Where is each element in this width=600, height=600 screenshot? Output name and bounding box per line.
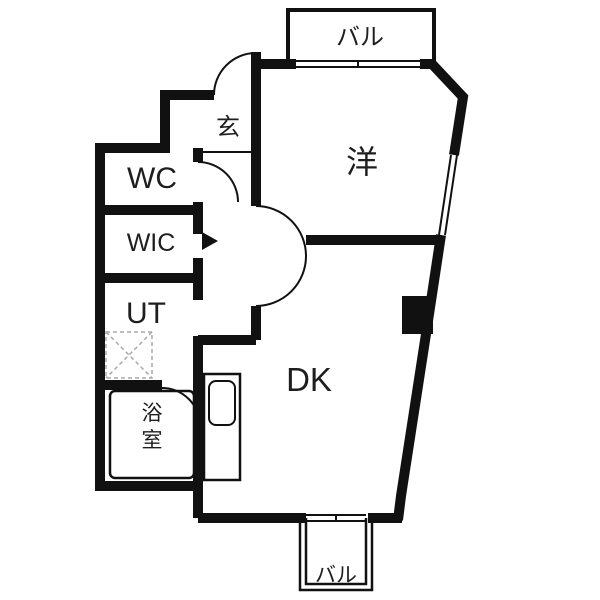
window-right-upper [438, 154, 458, 236]
label-dk: DK [286, 361, 332, 398]
kitchen-sink [208, 380, 236, 426]
pillar [402, 296, 433, 334]
label-western-room: 洋 [346, 144, 378, 180]
label-balcony-top: バル [336, 24, 384, 51]
balcony-bottom-railing-outer [298, 518, 374, 592]
label-wic: WIC [127, 229, 176, 257]
entrance-door-arc [213, 52, 257, 96]
label-bath: 浴室 [142, 402, 163, 452]
wc-door-arc [197, 161, 239, 203]
washer-pan-cross [105, 331, 153, 379]
balcony-bottom-sliding-door [306, 514, 366, 522]
balcony-bottom-railing-inner [304, 518, 368, 586]
washer-pan-outline [105, 331, 153, 379]
washer-pan [105, 331, 153, 379]
hall-door-arc-upper [255, 205, 307, 257]
hall-door-arc-lower [255, 255, 307, 307]
sliding-door-marker [202, 232, 218, 250]
balcony-top-railing [286, 8, 436, 64]
label-balcony-bottom: バル [315, 564, 357, 587]
label-wc: WC [127, 162, 177, 195]
walls [95, 52, 469, 523]
balcony-top-sliding-door [296, 60, 420, 68]
bath-door-arc [161, 387, 201, 427]
label-ut: UT [126, 297, 166, 330]
window-right-lower [397, 333, 430, 497]
label-entrance: 玄 [216, 114, 240, 141]
bath-unit-outline [108, 389, 196, 480]
